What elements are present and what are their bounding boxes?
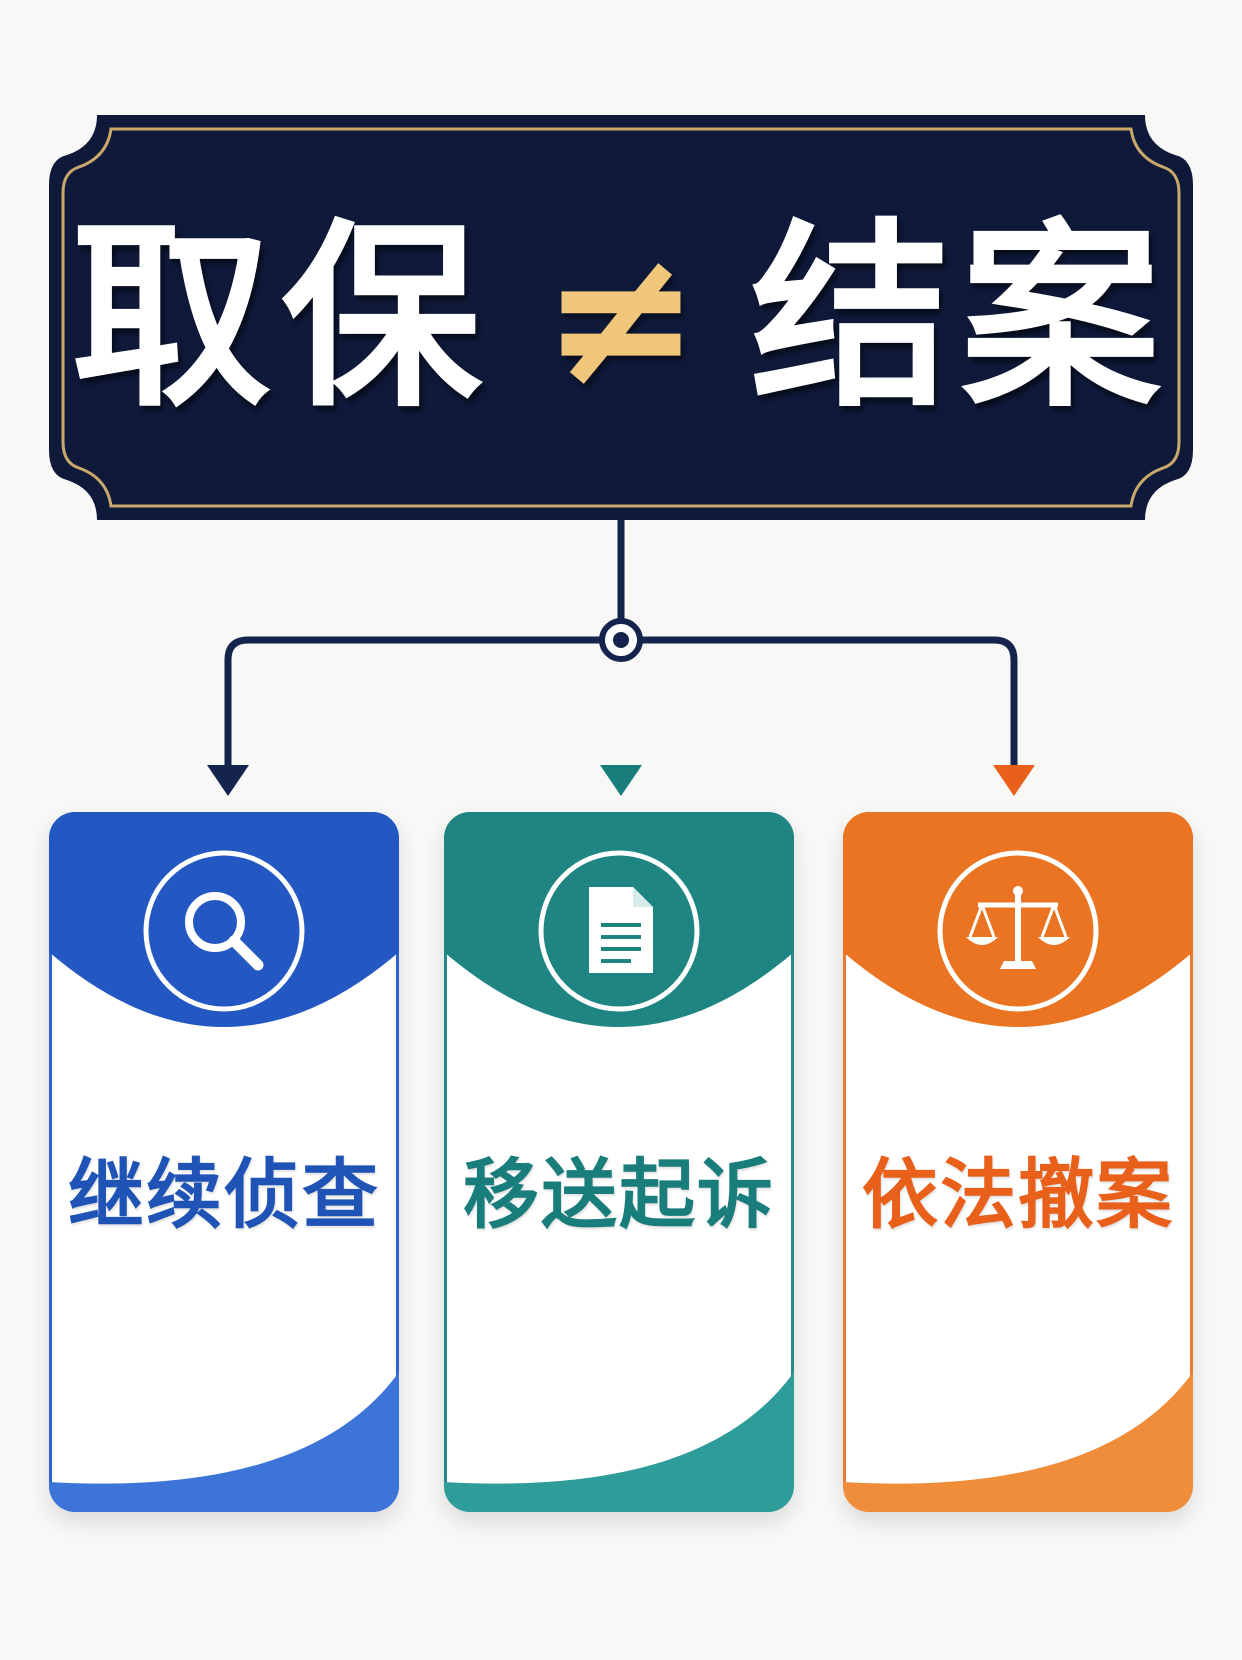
- card-continue-investigation: 继续侦查: [49, 812, 399, 1512]
- title-plaque: 取保 ≠ 结案: [49, 115, 1193, 520]
- card-transfer-prosecution: 移送起诉: [444, 812, 794, 1512]
- card-label: 移送起诉: [463, 1150, 775, 1239]
- magnifier-icon: [143, 850, 305, 1012]
- card-label: 继续侦查: [68, 1150, 380, 1239]
- plaque-frame: [49, 115, 1193, 520]
- card-withdraw-case: 依法撤案: [843, 812, 1193, 1512]
- card-label: 依法撤案: [862, 1150, 1174, 1239]
- arrow-right: [993, 765, 1035, 796]
- title-left-word: 取保: [71, 199, 492, 435]
- arrow-left: [207, 765, 249, 796]
- document-icon: [538, 850, 700, 1012]
- scales-icon: [937, 850, 1099, 1012]
- not-equal-symbol: ≠: [541, 206, 701, 428]
- arrow-middle: [600, 765, 642, 796]
- title-right-word: 结案: [750, 199, 1171, 435]
